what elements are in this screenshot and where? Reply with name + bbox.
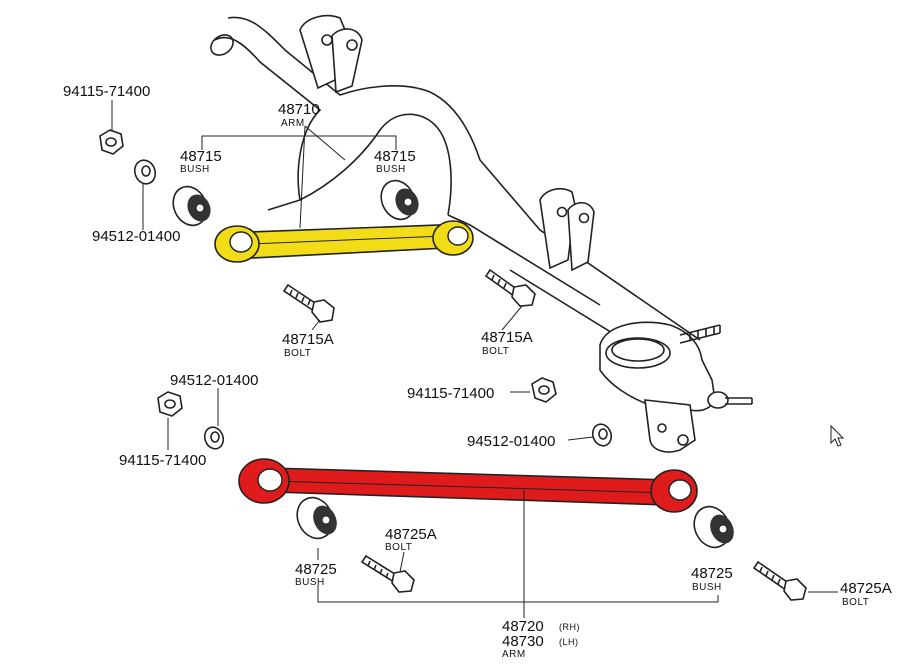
upper-arm-sub: ARM [281,118,305,129]
bush-upper-left [172,185,211,227]
lower-arm-rh-side: (RH) [559,622,580,632]
nut-upper-label: 94115-71400 [63,83,150,100]
lower-arm-lh-side: (LH) [559,637,579,647]
bush-lower-right-sub: BUSH [692,582,722,593]
bolt-lower-right [752,560,807,601]
leader-lines [111,100,838,618]
nut-right-mid-label: 94115-71400 [407,385,494,402]
bolt-lower-mid-number: 48725A [385,526,437,543]
bolt-upper-left-number: 48715A [282,331,334,348]
lower-control-arm [238,458,698,513]
nut-upper [99,129,124,155]
bolt-upper-right-number: 48715A [481,329,533,346]
washer-right-mid-label: 94512-01400 [467,433,555,450]
bush-lower-right-number: 48725 [691,565,733,582]
upper-control-arm [214,220,474,263]
washer-left-mid [203,426,225,450]
washer-upper [133,159,157,185]
bolt-upper-right-sub: BOLT [482,346,509,357]
bush-upper-left-sub: BUSH [180,164,210,175]
mouse-pointer-icon [830,424,845,447]
washer-left-mid-label: 94512-01400 [170,372,258,389]
bolt-upper-left [282,283,335,323]
bush-lower-right [693,505,734,549]
axle-housing [210,14,753,453]
part-labels: 94115-71400 48710 ARM 48715 BUSH 48715 B… [63,83,892,660]
lower-arm-rh-number: 48720 [502,618,544,635]
bolt-upper-right [484,268,536,307]
washer-upper-label: 94512-01400 [92,228,180,245]
bush-upper-left-number: 48715 [180,148,222,165]
bolt-lower-right-sub: BOLT [842,597,869,608]
bush-lower-left-sub: BUSH [295,577,325,588]
lower-arm-lh-number: 48730 [502,633,544,650]
bush-upper-right-sub: BUSH [376,164,406,175]
bolt-lower-mid [360,554,415,593]
nut-right-mid [531,377,557,403]
upper-arm-number: 48710 [278,101,320,118]
bolt-upper-left-sub: BOLT [284,348,311,359]
washer-right-mid [591,423,613,447]
bush-lower-left-number: 48725 [295,561,337,578]
nut-left-mid [157,391,183,417]
lower-arm-sub: ARM [502,649,526,660]
bush-upper-right-number: 48715 [374,148,416,165]
bush-lower-left [296,496,337,540]
bolt-lower-mid-sub: BOLT [385,542,412,553]
bolt-lower-right-number: 48725A [840,580,892,597]
bush-upper-right [380,179,419,221]
nut-left-mid-label: 94115-71400 [119,452,206,469]
